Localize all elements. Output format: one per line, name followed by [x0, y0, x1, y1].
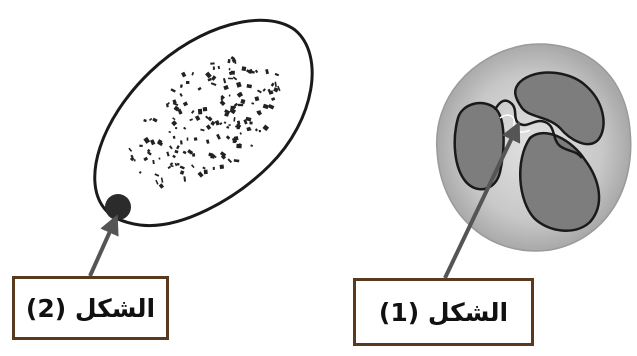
speckle	[194, 137, 198, 141]
speckle	[221, 97, 223, 101]
speckle	[177, 163, 180, 166]
speckle	[204, 170, 208, 175]
speckle	[259, 130, 261, 132]
figure-1-label-box: الشكل (1)	[353, 278, 534, 346]
speckle	[213, 67, 215, 70]
speckle	[213, 167, 215, 170]
oval-cell-outline	[95, 20, 312, 225]
speckle	[203, 107, 208, 111]
speckle	[192, 153, 195, 156]
speckle	[198, 109, 202, 115]
speckle	[241, 66, 246, 71]
speckle	[238, 104, 243, 107]
nucleus-lobe-left	[455, 103, 504, 189]
figure-2-cell	[95, 20, 312, 225]
speckle	[249, 122, 252, 125]
speckle	[229, 68, 231, 70]
speckle	[210, 62, 214, 64]
figure-2-label-box: الشكل (2)	[12, 276, 169, 340]
speckle	[134, 159, 136, 161]
speckle	[139, 145, 143, 147]
speckle	[249, 71, 255, 74]
speckle	[175, 127, 177, 129]
speckle	[229, 95, 231, 97]
basal-nucleus	[105, 194, 131, 220]
speckle	[228, 78, 233, 80]
speckle	[236, 144, 241, 149]
speckle	[228, 124, 230, 126]
speckle	[231, 71, 235, 75]
speckle	[186, 81, 189, 84]
arrow-figure-2	[90, 218, 116, 276]
figure-1-label: الشكل (1)	[379, 298, 508, 327]
figure-2-label: الشكل (2)	[26, 294, 155, 323]
speckle	[251, 102, 254, 104]
figure-1-cell	[437, 44, 631, 251]
speckle	[187, 138, 189, 141]
speckle	[220, 165, 225, 170]
